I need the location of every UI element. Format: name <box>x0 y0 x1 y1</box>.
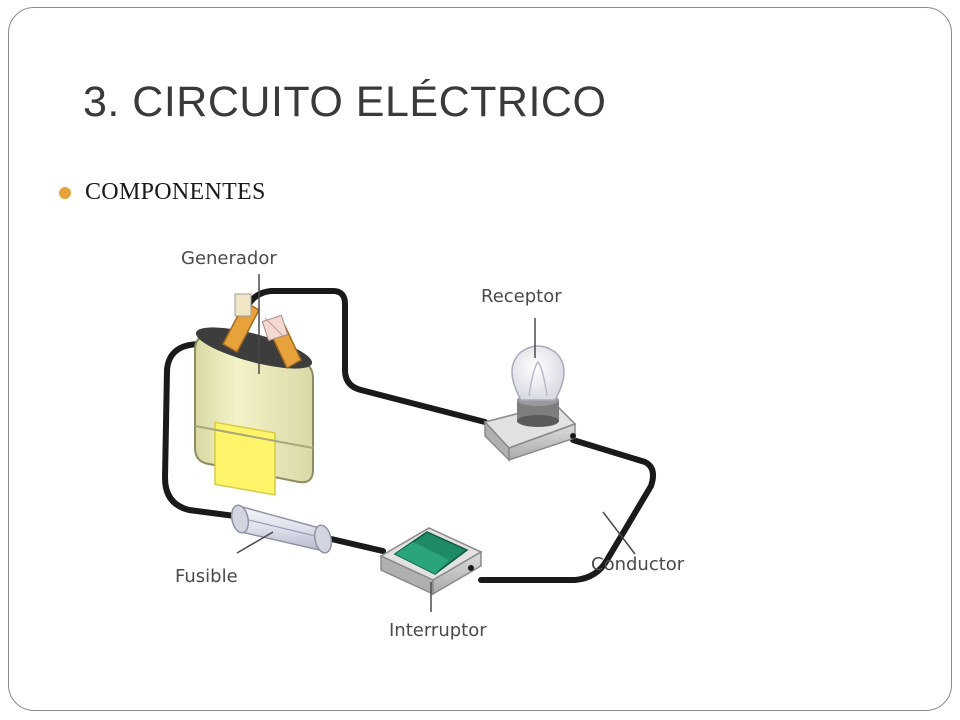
label-interruptor: Interruptor <box>389 620 487 641</box>
slide: 3. CIRCUITO ELÉCTRICO COMPONENTES <box>8 7 952 711</box>
bullet-item: COMPONENTES <box>59 179 266 206</box>
bullet-text: COMPONENTES <box>85 179 266 205</box>
circuit-diagram: Generador Receptor Fusible Conductor Int… <box>162 248 685 641</box>
label-generador: Generador <box>181 248 277 269</box>
label-line-conductor <box>602 511 636 555</box>
bulb-icon <box>483 345 577 462</box>
slide-title: 3. CIRCUITO ELÉCTRICO <box>83 78 607 126</box>
wire-battery-fusible <box>162 341 238 519</box>
label-line-fusible <box>236 531 274 554</box>
label-receptor: Receptor <box>481 286 562 307</box>
battery-icon <box>194 293 314 496</box>
wire-conductor <box>478 437 656 583</box>
label-conductor: Conductor <box>591 554 685 575</box>
bullet-dot <box>59 186 71 199</box>
wire-fusible-interruptor <box>324 535 386 554</box>
fuse-icon <box>230 504 333 554</box>
label-fusible: Fusible <box>175 566 238 587</box>
switch-icon <box>379 527 483 596</box>
